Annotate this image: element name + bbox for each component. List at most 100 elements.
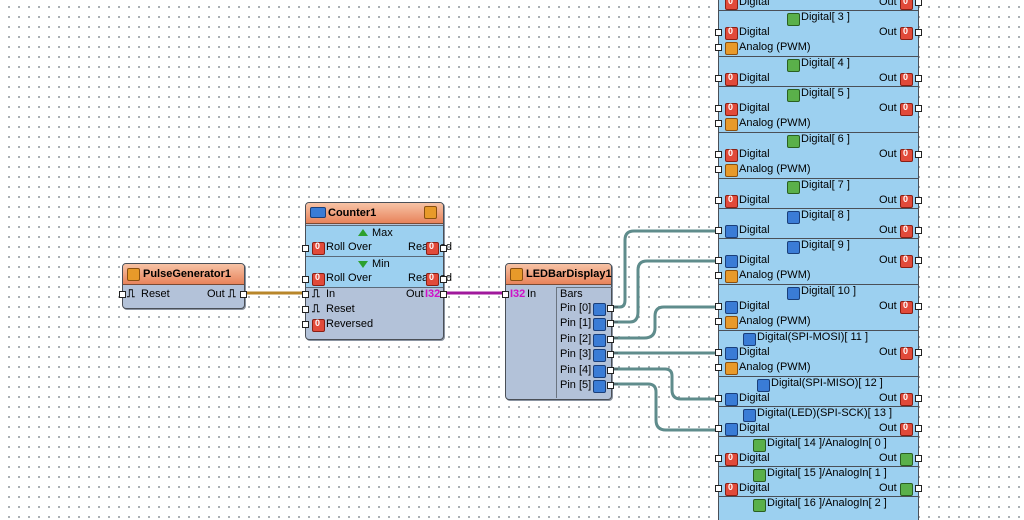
led-bar-pin2-port[interactable]	[607, 336, 614, 343]
counter-max-rollover-icon	[312, 241, 325, 255]
analog-pwm-label: Analog (PWM)	[739, 269, 811, 281]
wire-pin1-to-d9	[612, 259, 720, 324]
analog-pwm-label: Analog (PWM)	[739, 41, 811, 53]
led-bar-display-title: LEDBarDisplay1	[526, 268, 612, 280]
counter-max-reached-port[interactable]	[440, 245, 447, 252]
digital-in-port[interactable]	[715, 151, 722, 158]
out-label: Out	[879, 254, 897, 266]
out-port[interactable]	[915, 303, 922, 310]
counter-component[interactable]: Counter1 Max Roll Over Reached Min Roll …	[302, 202, 452, 340]
arduino-board[interactable]: Digital Out Digital[ 3 ] Digital Out Ana…	[715, 0, 922, 520]
led-bar-pin1-port[interactable]	[607, 320, 614, 327]
digital-label: Digital	[739, 300, 770, 312]
digital-in-port[interactable]	[715, 349, 722, 356]
out-port[interactable]	[915, 227, 922, 234]
channel-icon	[753, 439, 766, 452]
out-icon	[900, 72, 913, 86]
analog-in-port[interactable]	[715, 272, 722, 279]
digital-in-port[interactable]	[715, 485, 722, 492]
digital-in-port[interactable]	[715, 303, 722, 310]
led-bar-pin-icon	[593, 349, 606, 362]
digital-label: Digital	[739, 254, 770, 266]
digital-in-port[interactable]	[715, 425, 722, 432]
channel-label: Digital[ 7 ]	[801, 179, 850, 191]
out-port[interactable]	[915, 29, 922, 36]
counter-min-reached-port[interactable]	[440, 276, 447, 283]
channel-label: Digital(LED)(SPI-SCK)[ 13 ]	[757, 407, 893, 419]
counter-min-rollover-port[interactable]	[302, 276, 309, 283]
out-icon	[900, 483, 913, 496]
digital-in-port[interactable]	[715, 197, 722, 204]
counter-out-port[interactable]	[440, 291, 447, 298]
out-icon	[900, 26, 913, 40]
out-port[interactable]	[915, 105, 922, 112]
out-port[interactable]	[915, 0, 922, 6]
out-port[interactable]	[915, 395, 922, 402]
counter-reversed-label: Reversed	[326, 318, 374, 330]
digital-in-port[interactable]	[715, 105, 722, 112]
led-bar-display-title-bar[interactable]: LEDBarDisplay1	[506, 264, 612, 285]
channel-label: Digital[ 15 ]/AnalogIn[ 1 ]	[767, 467, 887, 479]
channel-icon	[753, 469, 766, 482]
out-port[interactable]	[915, 349, 922, 356]
led-bar-pin-label: Pin [5]	[560, 379, 592, 391]
pulse-wave-icon: ⎍	[312, 303, 320, 315]
analog-icon	[725, 316, 738, 329]
channel-group: Digital[ 14 ]/AnalogIn[ 0 ] Digital Out	[715, 436, 922, 467]
digital-in-port[interactable]	[715, 257, 722, 264]
counter-max-rollover-port[interactable]	[302, 245, 309, 252]
out-port[interactable]	[915, 197, 922, 204]
led-bar-pin4-port[interactable]	[607, 367, 614, 374]
led-bar-pin-label: Pin [0]	[560, 302, 592, 314]
pulse-generator-component[interactable]: PulseGenerator1 ⎍ Reset Out ⎍	[119, 263, 247, 309]
out-label: Out	[879, 392, 897, 404]
arrow-down-icon	[358, 261, 368, 268]
analog-in-port[interactable]	[715, 166, 722, 173]
led-bar-pin0-port[interactable]	[607, 305, 614, 312]
digital-in-port[interactable]	[715, 75, 722, 82]
out-port[interactable]	[915, 75, 922, 82]
counter-min-label: Min	[372, 258, 390, 270]
analog-in-port[interactable]	[715, 44, 722, 51]
tools-icon[interactable]	[424, 206, 437, 219]
led-bar-in-port[interactable]	[502, 291, 509, 298]
analog-in-port[interactable]	[715, 318, 722, 325]
out-port[interactable]	[915, 485, 922, 492]
digital-label: Digital	[739, 392, 770, 404]
led-bar-pin5-port[interactable]	[607, 382, 614, 389]
analog-icon	[725, 118, 738, 131]
out-port[interactable]	[915, 257, 922, 264]
channel-group: Digital[ 5 ] Digital Out Analog (PWM)	[715, 86, 922, 133]
digital-in-port[interactable]	[715, 455, 722, 462]
counter-reset-port[interactable]	[302, 306, 309, 313]
digital-icon	[725, 225, 738, 238]
out-port[interactable]	[915, 455, 922, 462]
analog-in-port[interactable]	[715, 120, 722, 127]
out-port[interactable]	[915, 425, 922, 432]
led-bar-display-component[interactable]: LEDBarDisplay1 I32 In Bars Pin [0] Pin […	[502, 263, 614, 400]
digital-icon	[725, 482, 738, 496]
channel-group: Digital[ 8 ] Digital Out	[715, 208, 922, 239]
channel-label: Digital[ 10 ]	[801, 285, 857, 297]
digital-label: Digital	[739, 194, 770, 206]
channel-group: Digital(LED)(SPI-SCK)[ 13 ] Digital Out	[715, 406, 922, 437]
analog-in-port[interactable]	[715, 364, 722, 371]
pulse-generator-reset-port[interactable]	[119, 291, 126, 298]
out-icon	[900, 392, 913, 406]
led-bar-pin3-port[interactable]	[607, 351, 614, 358]
counter-reset-label: Reset	[326, 303, 355, 315]
analog-pwm-label: Analog (PWM)	[739, 117, 811, 129]
out-label: Out	[879, 224, 897, 236]
pulse-generator-title-bar[interactable]: PulseGenerator1	[123, 264, 244, 285]
pulse-generator-icon	[127, 268, 140, 281]
digital-in-port[interactable]	[715, 227, 722, 234]
out-port[interactable]	[915, 151, 922, 158]
pulse-generator-out-port[interactable]	[240, 291, 247, 298]
digital-icon	[725, 393, 738, 406]
counter-reversed-port[interactable]	[302, 321, 309, 328]
digital-label: Digital	[739, 346, 770, 358]
counter-in-port[interactable]	[302, 291, 309, 298]
digital-in-port[interactable]	[715, 29, 722, 36]
counter-title-bar[interactable]: Counter1	[306, 203, 443, 224]
digital-in-port[interactable]	[715, 395, 722, 402]
